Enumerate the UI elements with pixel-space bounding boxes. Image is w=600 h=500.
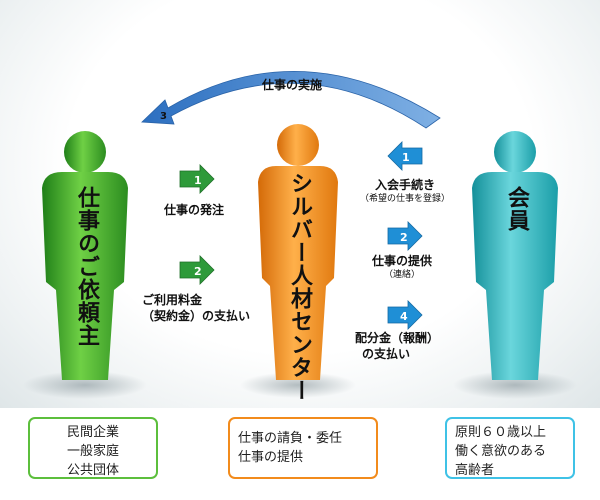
member-shadow: [453, 371, 577, 399]
payment-arrow: [179, 255, 215, 285]
client-box-line: 公共団体: [66, 463, 119, 478]
arc-step-number: 3: [160, 111, 167, 122]
client-shadow: [23, 371, 147, 399]
pay-step-number: 4: [400, 310, 408, 323]
diagram-art: 3 1 2 1 2 4: [23, 71, 577, 399]
payment-step-number: 2: [194, 265, 202, 278]
payment-label-line2: （契約金）の支払い: [142, 309, 251, 323]
order-label: 仕事の発注: [164, 203, 225, 217]
member-box-line: 高齢者: [455, 463, 495, 478]
member-box-line: 原則６０歳以上: [455, 425, 547, 440]
provide-note: （連絡）: [383, 270, 420, 280]
pay-label-line1: 配分金（報酬）: [355, 331, 440, 345]
member-box: 原則６０歳以上 働く意欲のある 高齢者: [445, 417, 575, 479]
provide-label: 仕事の提供: [371, 254, 432, 268]
client-box-line: 一般家庭: [66, 444, 119, 459]
center-shadow: [240, 372, 356, 398]
member-box-line: 働く意欲のある: [455, 444, 547, 459]
provide-arrow: [387, 221, 423, 251]
client-label: 仕事のご依頼主: [74, 186, 99, 347]
join-step-number: 1: [402, 151, 410, 164]
payment-label-line1: ご利用料金: [142, 293, 203, 307]
pay-label-line2: の支払い: [362, 347, 411, 361]
center-figure: [258, 124, 338, 380]
client-figure: [42, 131, 128, 380]
client-box-line: 民間企業: [66, 425, 119, 440]
center-label: シルバー人材センター: [287, 172, 312, 402]
member-label: 会員: [504, 186, 529, 232]
pay-arrow: [387, 300, 423, 330]
center-box: 仕事の請負・委任 仕事の提供: [228, 417, 378, 479]
join-arrow: [387, 141, 423, 171]
work-arc-arrow: [141, 71, 441, 129]
order-step-number: 1: [194, 174, 202, 187]
member-figure: [472, 131, 558, 380]
join-note: （希望の仕事を登録）: [359, 194, 450, 204]
center-box-line: 仕事の提供: [238, 450, 304, 465]
center-box-line: 仕事の請負・委任: [238, 431, 343, 446]
order-arrow: [179, 164, 215, 194]
arc-label: 仕事の実施: [262, 78, 323, 92]
client-box: 民間企業 一般家庭 公共団体: [28, 417, 158, 479]
join-label: 入会手続き: [374, 178, 435, 192]
provide-step-number: 2: [400, 231, 408, 244]
